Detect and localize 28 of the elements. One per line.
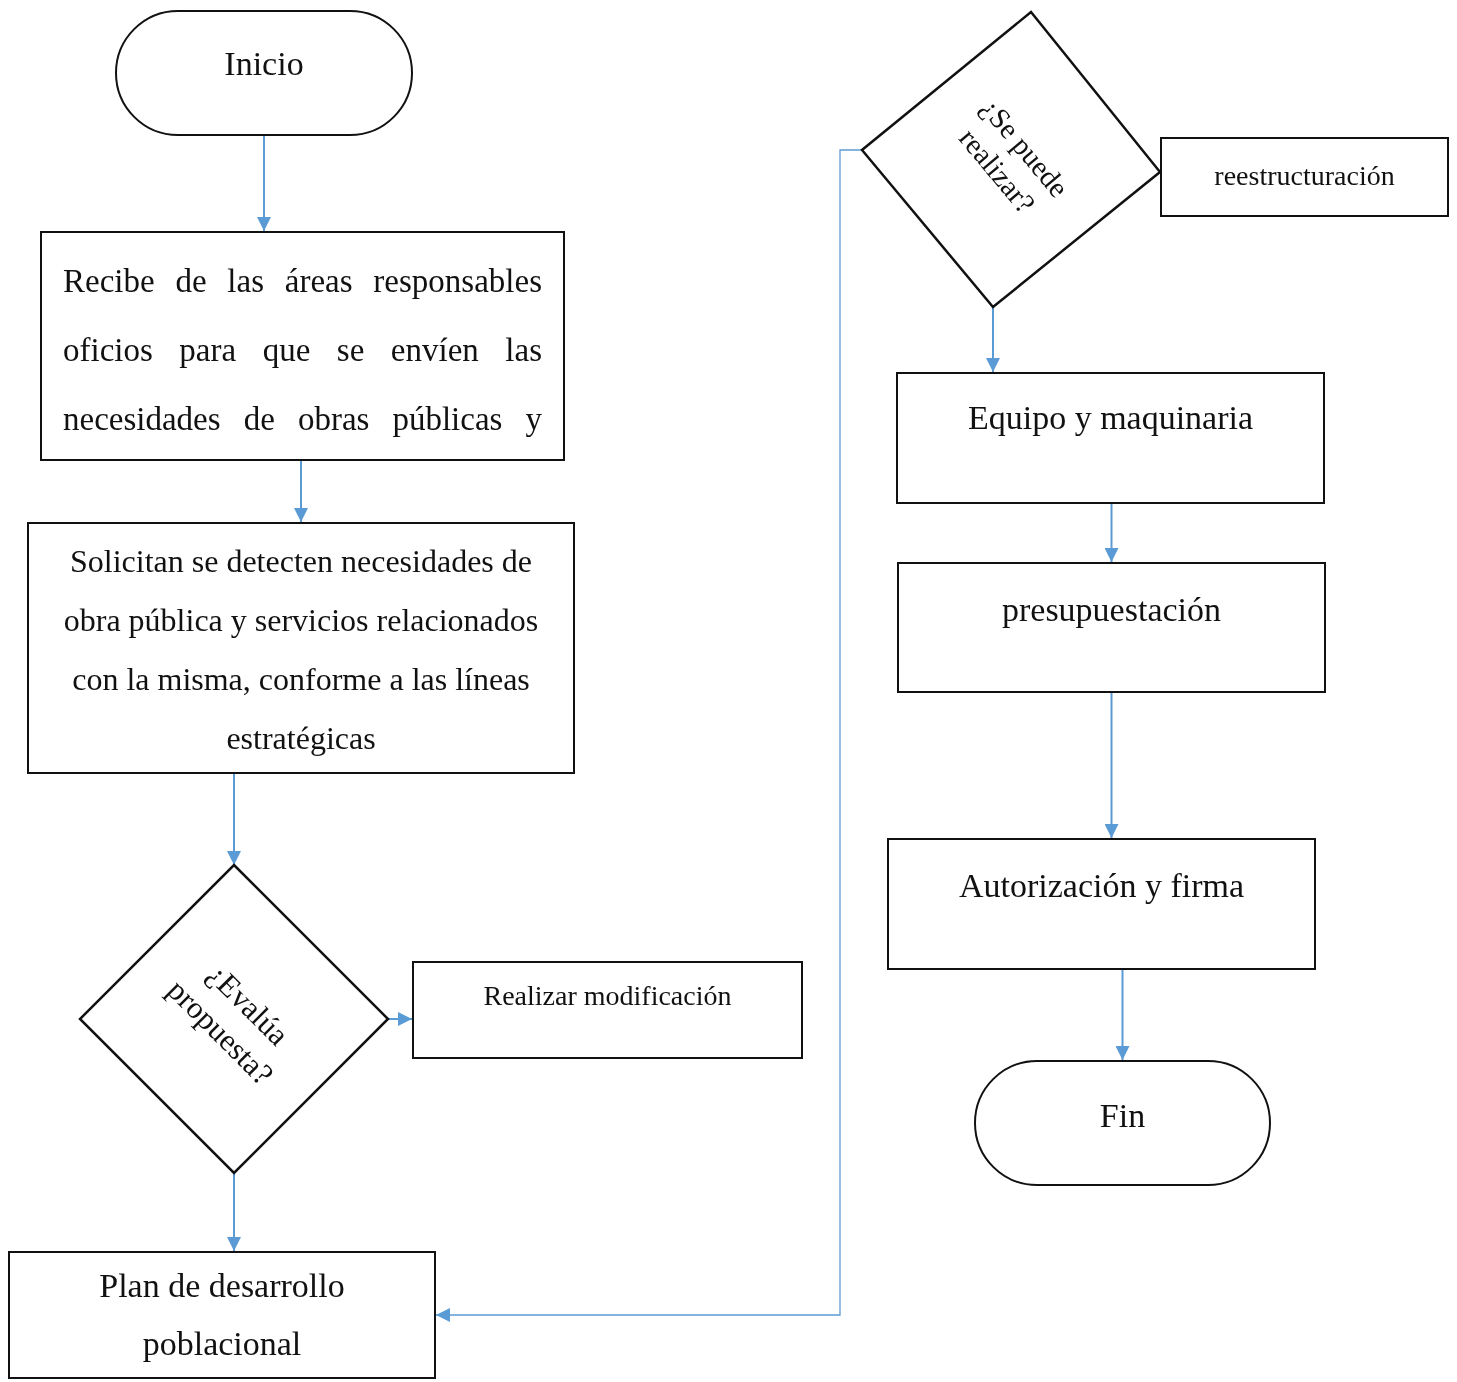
arrow bbox=[435, 149, 863, 1322]
process-box bbox=[40, 231, 565, 461]
process-box bbox=[8, 1251, 436, 1379]
node-text: Plan de desarrollo poblacional bbox=[98, 1266, 346, 1364]
node-text: Fin bbox=[1098, 1096, 1147, 1136]
process-box bbox=[887, 838, 1316, 970]
arrow bbox=[1115, 969, 1130, 1061]
process-box bbox=[27, 522, 575, 774]
node-text: Inicio bbox=[223, 44, 305, 84]
process-box bbox=[897, 562, 1326, 693]
arrow bbox=[387, 1012, 413, 1026]
process-box bbox=[412, 961, 803, 1059]
node-text: reestructuración bbox=[1213, 159, 1396, 193]
arrow bbox=[986, 306, 1000, 373]
arrow bbox=[227, 1172, 241, 1252]
process-box bbox=[1160, 137, 1449, 217]
node-text: Autorización y firma bbox=[957, 866, 1246, 906]
node-text: presupuestación bbox=[1000, 590, 1222, 630]
node-text: Realizar modificación bbox=[482, 979, 733, 1013]
node-text: Equipo y maquinaria bbox=[966, 398, 1255, 438]
arrow bbox=[1104, 692, 1119, 839]
arrow bbox=[1104, 503, 1119, 563]
arrow bbox=[227, 773, 241, 866]
process-box bbox=[896, 372, 1325, 504]
arrow bbox=[294, 460, 308, 523]
node-text: Solicitan se detecten necesidades de obra pública y servicios relacionados con la misma, conforme a las líneas estratégicas bbox=[62, 542, 540, 758]
node-text: Recibe de las áreas responsables oficios para que se envíen las necesidades de obras públicas y bbox=[62, 262, 543, 439]
arrow bbox=[257, 135, 271, 232]
